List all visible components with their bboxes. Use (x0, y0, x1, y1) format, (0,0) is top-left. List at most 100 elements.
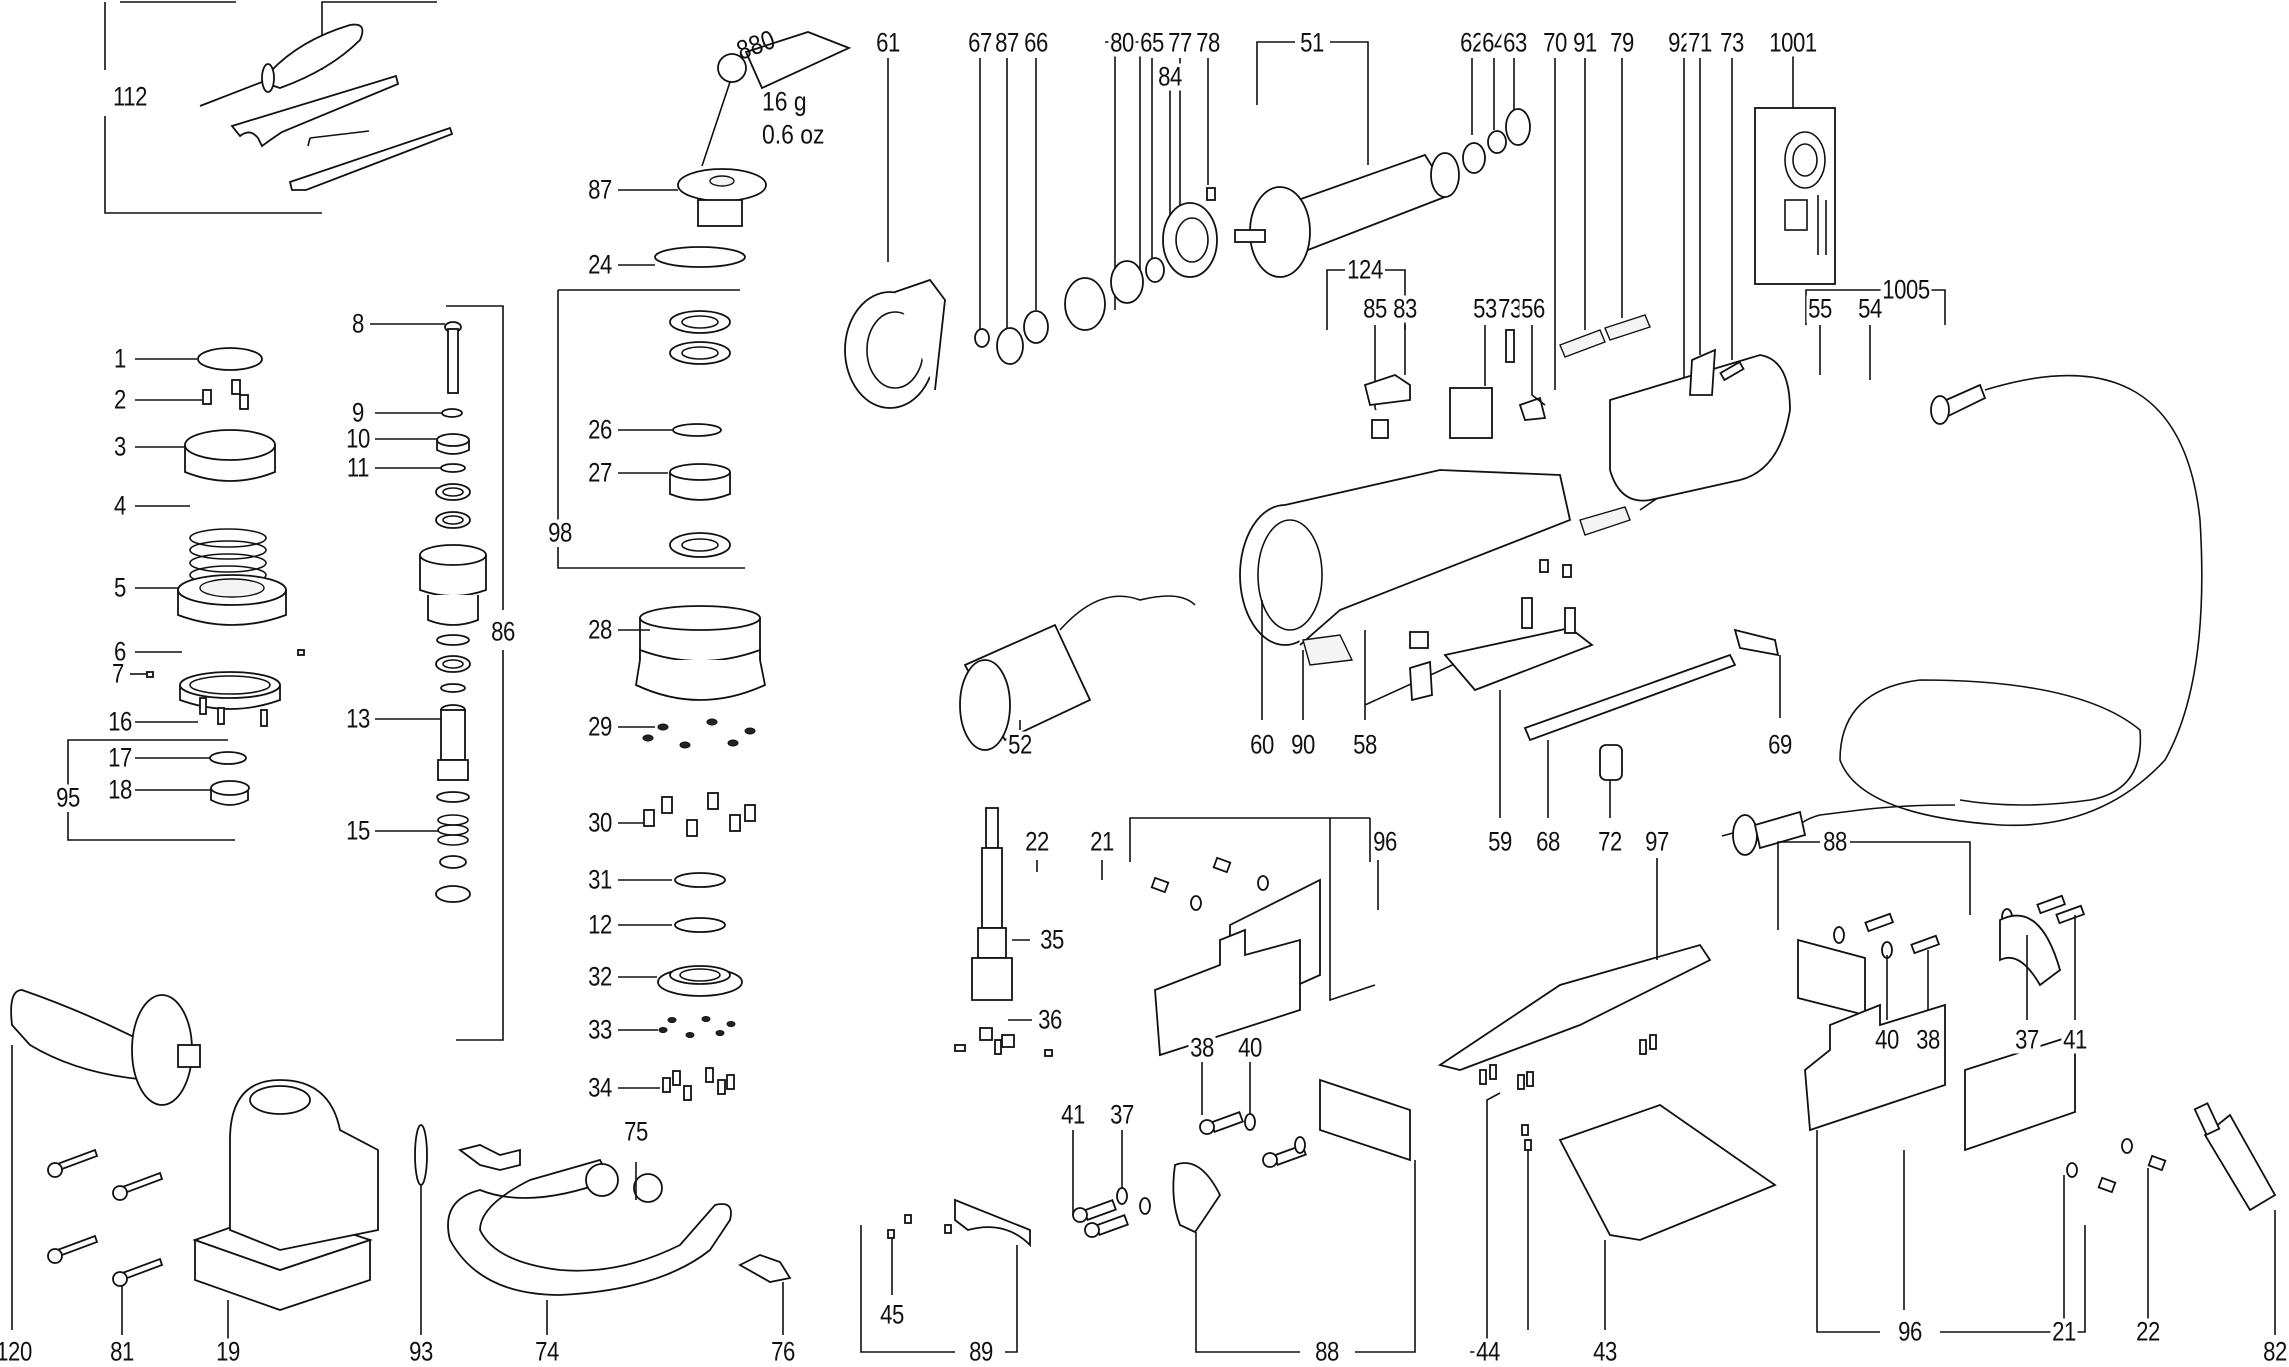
ring-icon (440, 683, 466, 693)
part-label: 97 (1643, 826, 1671, 857)
part-label: 6 (112, 636, 128, 667)
washer-icon (2121, 1138, 2133, 1154)
part-label: 55 (1806, 293, 1834, 324)
part-label: 13 (344, 703, 372, 734)
part-label: 72 (1596, 826, 1624, 857)
screw-icon (1150, 856, 1232, 894)
sleeve-icon (436, 433, 470, 455)
part-label: 54 (1856, 293, 1884, 324)
clamp-icon (1518, 396, 1547, 421)
long-screw-icon (444, 321, 462, 394)
part-label: 30 (586, 807, 614, 838)
part-label: 15 (344, 815, 372, 846)
bearing-ring-icon (1064, 277, 1106, 331)
part-label: 24 (586, 249, 614, 280)
washer-set-icon (642, 718, 756, 749)
bushing-icon (1487, 130, 1507, 154)
part-label: 71 (1686, 27, 1714, 58)
label-sticker-icon (1302, 634, 1354, 666)
part-label: 45 (878, 1299, 906, 1330)
part-label: 53 (1471, 293, 1499, 324)
part-label: 38 (1188, 1032, 1216, 1063)
grease-weight-g: 16 g (762, 86, 807, 117)
scale-ring-icon (179, 671, 281, 710)
part-label: 1001 (1767, 27, 1819, 58)
speed-knob-icon (1599, 744, 1623, 781)
part-label: 80 (1108, 27, 1136, 58)
part-label: 91 (1571, 27, 1599, 58)
part-label: 40 (1873, 1024, 1901, 1055)
part-label: 52 (1006, 729, 1034, 760)
part-label: 75 (622, 1116, 650, 1147)
part-label: 16 (106, 706, 134, 737)
hex-key-small-icon (307, 130, 370, 147)
o-ring-icon (435, 885, 471, 903)
part-label: 34 (586, 1072, 614, 1103)
part-label: 36 (1036, 1004, 1064, 1035)
part-label: 19 (214, 1336, 242, 1367)
nut-icon (974, 328, 990, 348)
part-label: 43 (1591, 1336, 1619, 1367)
part-label: 90 (1289, 729, 1317, 760)
switch-icon (1449, 387, 1493, 439)
bearing-icon (669, 310, 731, 558)
head-housing-icon (192, 1079, 379, 1311)
part-label: 64 (1480, 27, 1508, 58)
washer-icon (1139, 1197, 1151, 1215)
bearing-icon (435, 483, 471, 529)
angle-scale-icon (954, 1198, 1031, 1248)
part-label: 98 (546, 517, 574, 548)
part-label: 85 (1361, 293, 1389, 324)
base-plate-bracket-icon (1437, 943, 1712, 1071)
part-label: 59 (1486, 826, 1514, 857)
base-plate-icon (1558, 1103, 1777, 1241)
pivot-block-icon (1319, 1078, 1411, 1162)
screw-icon (1479, 1034, 1657, 1085)
part-label: 33 (586, 1014, 614, 1045)
brush-holder-icon (1409, 660, 1433, 702)
power-cord-icon (1789, 374, 2203, 836)
part-label: 74 (533, 1336, 561, 1367)
label-sticker-icon (1559, 329, 1606, 358)
part-label: 1005 (1880, 274, 1932, 305)
washer-icon (1190, 895, 1202, 911)
clamping-nut-icon (419, 544, 487, 626)
bearing-kit-bracket (557, 289, 745, 569)
part-label: 89 (967, 1336, 995, 1367)
part-label: 73 (1718, 27, 1746, 58)
bearing-icon (1110, 260, 1144, 304)
carbon-brush-icon (1371, 419, 1389, 439)
ring-icon (436, 791, 470, 803)
part-label: 68 (1534, 826, 1562, 857)
part-label: 29 (586, 711, 614, 742)
spanner-wrench-icon (230, 74, 400, 148)
washer-icon (1244, 1113, 1256, 1131)
part-label: 37 (1108, 1099, 1136, 1130)
part-label: 5 (112, 572, 128, 603)
screw-icon (1562, 564, 1572, 578)
part-label: 58 (1351, 729, 1379, 760)
rear-cover-icon (1609, 354, 1791, 502)
screw-icon (1517, 1071, 1534, 1151)
plug-icon (1721, 810, 1807, 856)
screwdriver-icon (199, 23, 364, 107)
o-ring-icon (414, 1124, 428, 1186)
part-label: 21 (2050, 1316, 2078, 1347)
part-label: 73 (1496, 293, 1524, 324)
part-label: 3 (112, 431, 128, 462)
screw-icon (2097, 1176, 2117, 1194)
nut-icon (1505, 108, 1531, 146)
part-label: 88 (1313, 1336, 1341, 1367)
screw-set-2-icon (662, 1067, 735, 1101)
screw-icon (1206, 187, 1216, 201)
part-label: 124 (1345, 254, 1385, 285)
part-label: 81 (108, 1336, 136, 1367)
part-label: 70 (1541, 27, 1569, 58)
part-label: 87 (586, 174, 614, 205)
motor-housing-icon (1239, 469, 1572, 646)
part-label: 8 (350, 308, 366, 339)
armature-icon (1234, 152, 1460, 278)
part-label: 32 (586, 961, 614, 992)
part-label: 31 (586, 864, 614, 895)
